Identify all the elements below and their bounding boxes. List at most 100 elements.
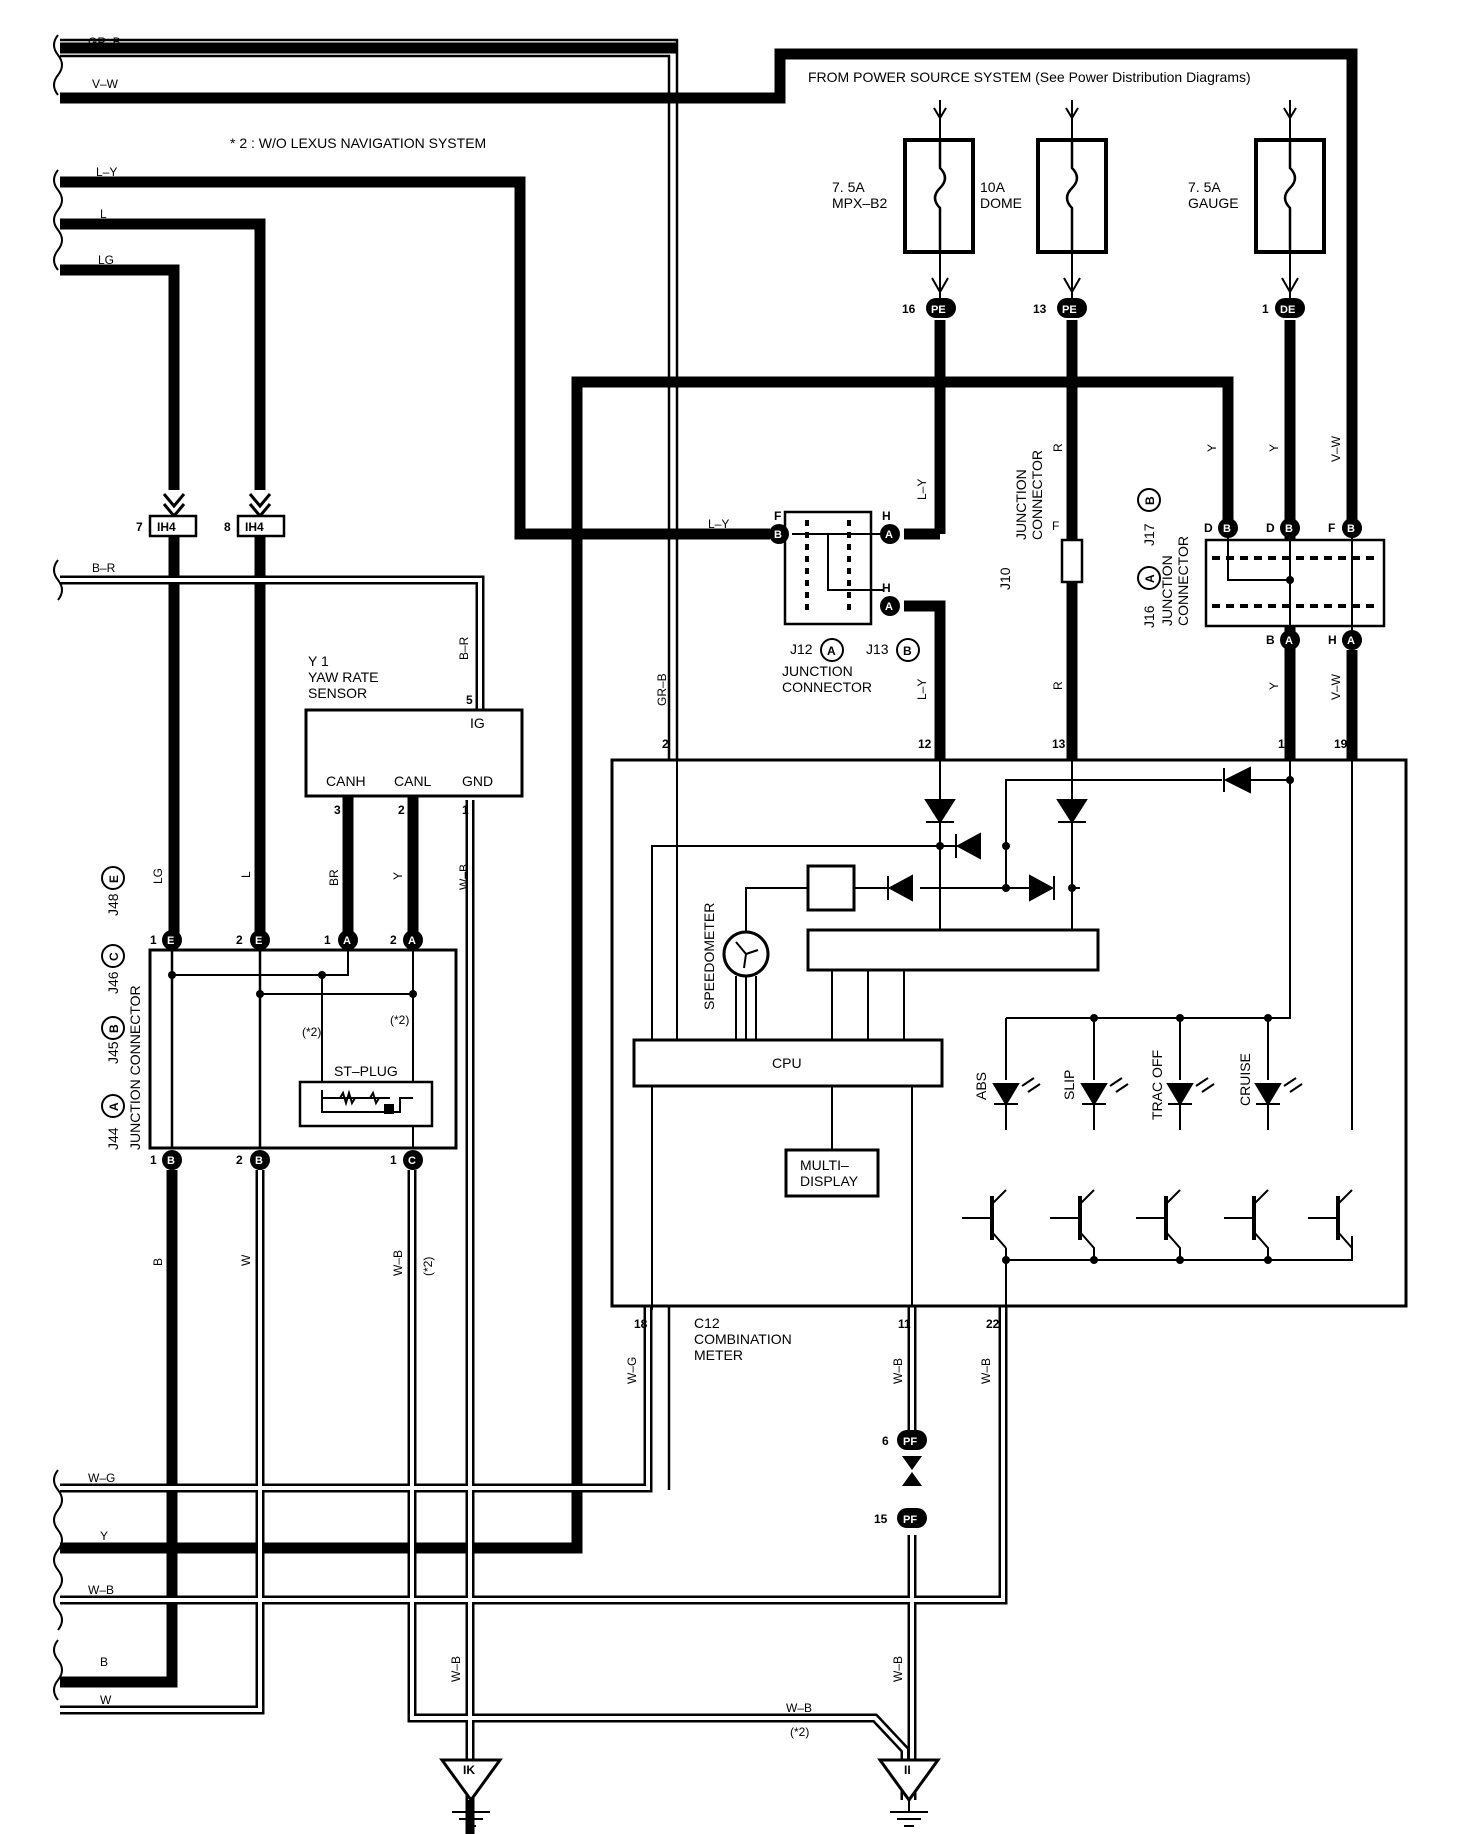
svg-text:JUNCTION: JUNCTION xyxy=(782,663,853,679)
svg-text:B–R: B–R xyxy=(92,561,116,575)
yaw-rate-sensor: Y 1 YAW RATE SENSOR IG CANH CANL GND 5 3… xyxy=(304,653,524,817)
svg-text:J13: J13 xyxy=(866,641,889,657)
svg-text:B: B xyxy=(1347,523,1355,535)
svg-text:W–B: W–B xyxy=(786,1701,812,1715)
svg-text:J10: J10 xyxy=(997,567,1013,590)
svg-text:16: 16 xyxy=(902,302,916,316)
svg-text:W–G: W–G xyxy=(88,1471,115,1485)
svg-text:PE: PE xyxy=(1062,304,1077,316)
svg-text:V–W: V–W xyxy=(1329,673,1343,700)
svg-text:B: B xyxy=(1266,633,1275,647)
svg-text:J16: J16 xyxy=(1141,605,1157,628)
svg-text:B: B xyxy=(167,1155,175,1167)
svg-text:V–W: V–W xyxy=(1329,435,1343,462)
svg-text:2: 2 xyxy=(398,803,405,817)
svg-text:D: D xyxy=(1204,521,1213,535)
svg-text:II: II xyxy=(904,1763,911,1777)
svg-text:W–B: W–B xyxy=(891,1358,905,1384)
svg-text:CONNECTOR: CONNECTOR xyxy=(1175,536,1191,626)
wire-lg xyxy=(60,264,180,490)
wire-labels-lower: W–G W–B W–B W–B W–B W–B (*2) xyxy=(449,1357,993,1739)
svg-text:7. 5A: 7. 5A xyxy=(1188,179,1221,195)
svg-text:1: 1 xyxy=(1262,302,1269,316)
svg-text:C: C xyxy=(408,1155,416,1167)
svg-text:YAW RATE: YAW RATE xyxy=(308,669,379,685)
svg-text:E: E xyxy=(255,935,262,947)
svg-text:W–B: W–B xyxy=(449,1656,463,1682)
j16-connector: B B B D D F A A B H J16 A J17 B JUNCTION… xyxy=(1137,488,1386,650)
svg-text:3: 3 xyxy=(334,803,341,817)
wire-wg xyxy=(60,1300,653,1493)
svg-text:B–R: B–R xyxy=(457,636,471,660)
svg-text:A: A xyxy=(1143,574,1157,583)
svg-text:J44: J44 xyxy=(105,1127,121,1150)
wire-vw-top xyxy=(60,48,1358,522)
svg-text:B: B xyxy=(151,1258,165,1266)
svg-text:GAUGE: GAUGE xyxy=(1188,195,1239,211)
left-wire-labels: GR–B V–W L–Y L LG B–R W–G Y W–B B W xyxy=(88,35,121,1707)
svg-text:(*2): (*2) xyxy=(790,1725,809,1739)
svg-text:A: A xyxy=(827,644,836,658)
svg-text:A: A xyxy=(107,1102,121,1111)
svg-text:H: H xyxy=(882,509,891,523)
wire-l xyxy=(60,218,266,490)
ground-ik: IK xyxy=(439,1758,503,1827)
svg-text:H: H xyxy=(882,581,891,595)
svg-text:CONNECTOR: CONNECTOR xyxy=(1029,450,1045,540)
svg-text:D: D xyxy=(1266,521,1275,535)
svg-text:1: 1 xyxy=(324,933,331,947)
svg-text:W–B: W–B xyxy=(891,1656,905,1682)
svg-text:Y: Y xyxy=(391,872,405,880)
svg-text:J46: J46 xyxy=(105,971,121,994)
svg-text:1: 1 xyxy=(390,1153,397,1167)
svg-text:GND: GND xyxy=(462,773,493,789)
svg-text:2: 2 xyxy=(662,737,669,751)
svg-text:A: A xyxy=(343,935,351,947)
svg-text:J12: J12 xyxy=(790,641,813,657)
svg-text:18: 18 xyxy=(634,1317,648,1331)
svg-text:C12: C12 xyxy=(694,1315,720,1331)
svg-text:J45: J45 xyxy=(105,1041,121,1064)
fuse-gauge: 7. 5A GAUGE xyxy=(1188,100,1326,300)
svg-text:F: F xyxy=(1052,519,1059,533)
combination-meter: 2 12 13 1 19 18 11 22 C12 COMBINATION ME… xyxy=(610,737,1408,1363)
svg-text:7. 5A: 7. 5A xyxy=(832,179,865,195)
svg-text:IG: IG xyxy=(470,715,485,731)
svg-text:F: F xyxy=(1328,521,1335,535)
svg-text:JUNCTION CONNECTOR: JUNCTION CONNECTOR xyxy=(127,985,143,1150)
svg-text:J48: J48 xyxy=(105,893,121,916)
svg-text:E: E xyxy=(167,935,174,947)
svg-text:W: W xyxy=(100,1693,112,1707)
svg-text:CPU: CPU xyxy=(772,1055,802,1071)
power-source-text: FROM POWER SOURCE SYSTEM (See Power Dist… xyxy=(808,69,1251,85)
fuse-connectors: PE 16 PE 13 DE 1 xyxy=(902,298,1305,318)
svg-text:IH4: IH4 xyxy=(157,520,176,534)
svg-text:H: H xyxy=(1328,633,1337,647)
svg-text:GR–B: GR–B xyxy=(655,673,669,706)
svg-text:METER: METER xyxy=(694,1347,743,1363)
svg-text:C: C xyxy=(107,952,121,961)
svg-text:MULTI–: MULTI– xyxy=(800,1157,849,1173)
svg-text:L–Y: L–Y xyxy=(96,165,117,179)
svg-text:PF: PF xyxy=(903,1436,917,1448)
svg-text:W–B: W–B xyxy=(979,1358,993,1384)
svg-text:1: 1 xyxy=(462,803,469,817)
wire-b xyxy=(60,1170,178,1688)
svg-text:IH4: IH4 xyxy=(245,520,264,534)
wire-labels-top: L–Y L–Y R Y Y V–W xyxy=(708,435,1343,531)
svg-text:5: 5 xyxy=(466,693,473,707)
svg-text:B: B xyxy=(1143,496,1157,505)
wire-ly-left xyxy=(60,176,770,540)
svg-text:JUNCTION: JUNCTION xyxy=(1013,469,1029,540)
svg-text:CANH: CANH xyxy=(326,773,366,789)
svg-text:Y: Y xyxy=(1205,444,1219,452)
svg-text:PE: PE xyxy=(931,304,946,316)
svg-text:COMBINATION: COMBINATION xyxy=(694,1331,792,1347)
svg-text:J17: J17 xyxy=(1141,523,1157,546)
svg-text:A: A xyxy=(885,601,893,613)
svg-text:B: B xyxy=(903,644,912,658)
svg-text:R: R xyxy=(1051,443,1065,452)
ground-ii: II xyxy=(877,1758,941,1827)
svg-text:10A: 10A xyxy=(980,179,1006,195)
